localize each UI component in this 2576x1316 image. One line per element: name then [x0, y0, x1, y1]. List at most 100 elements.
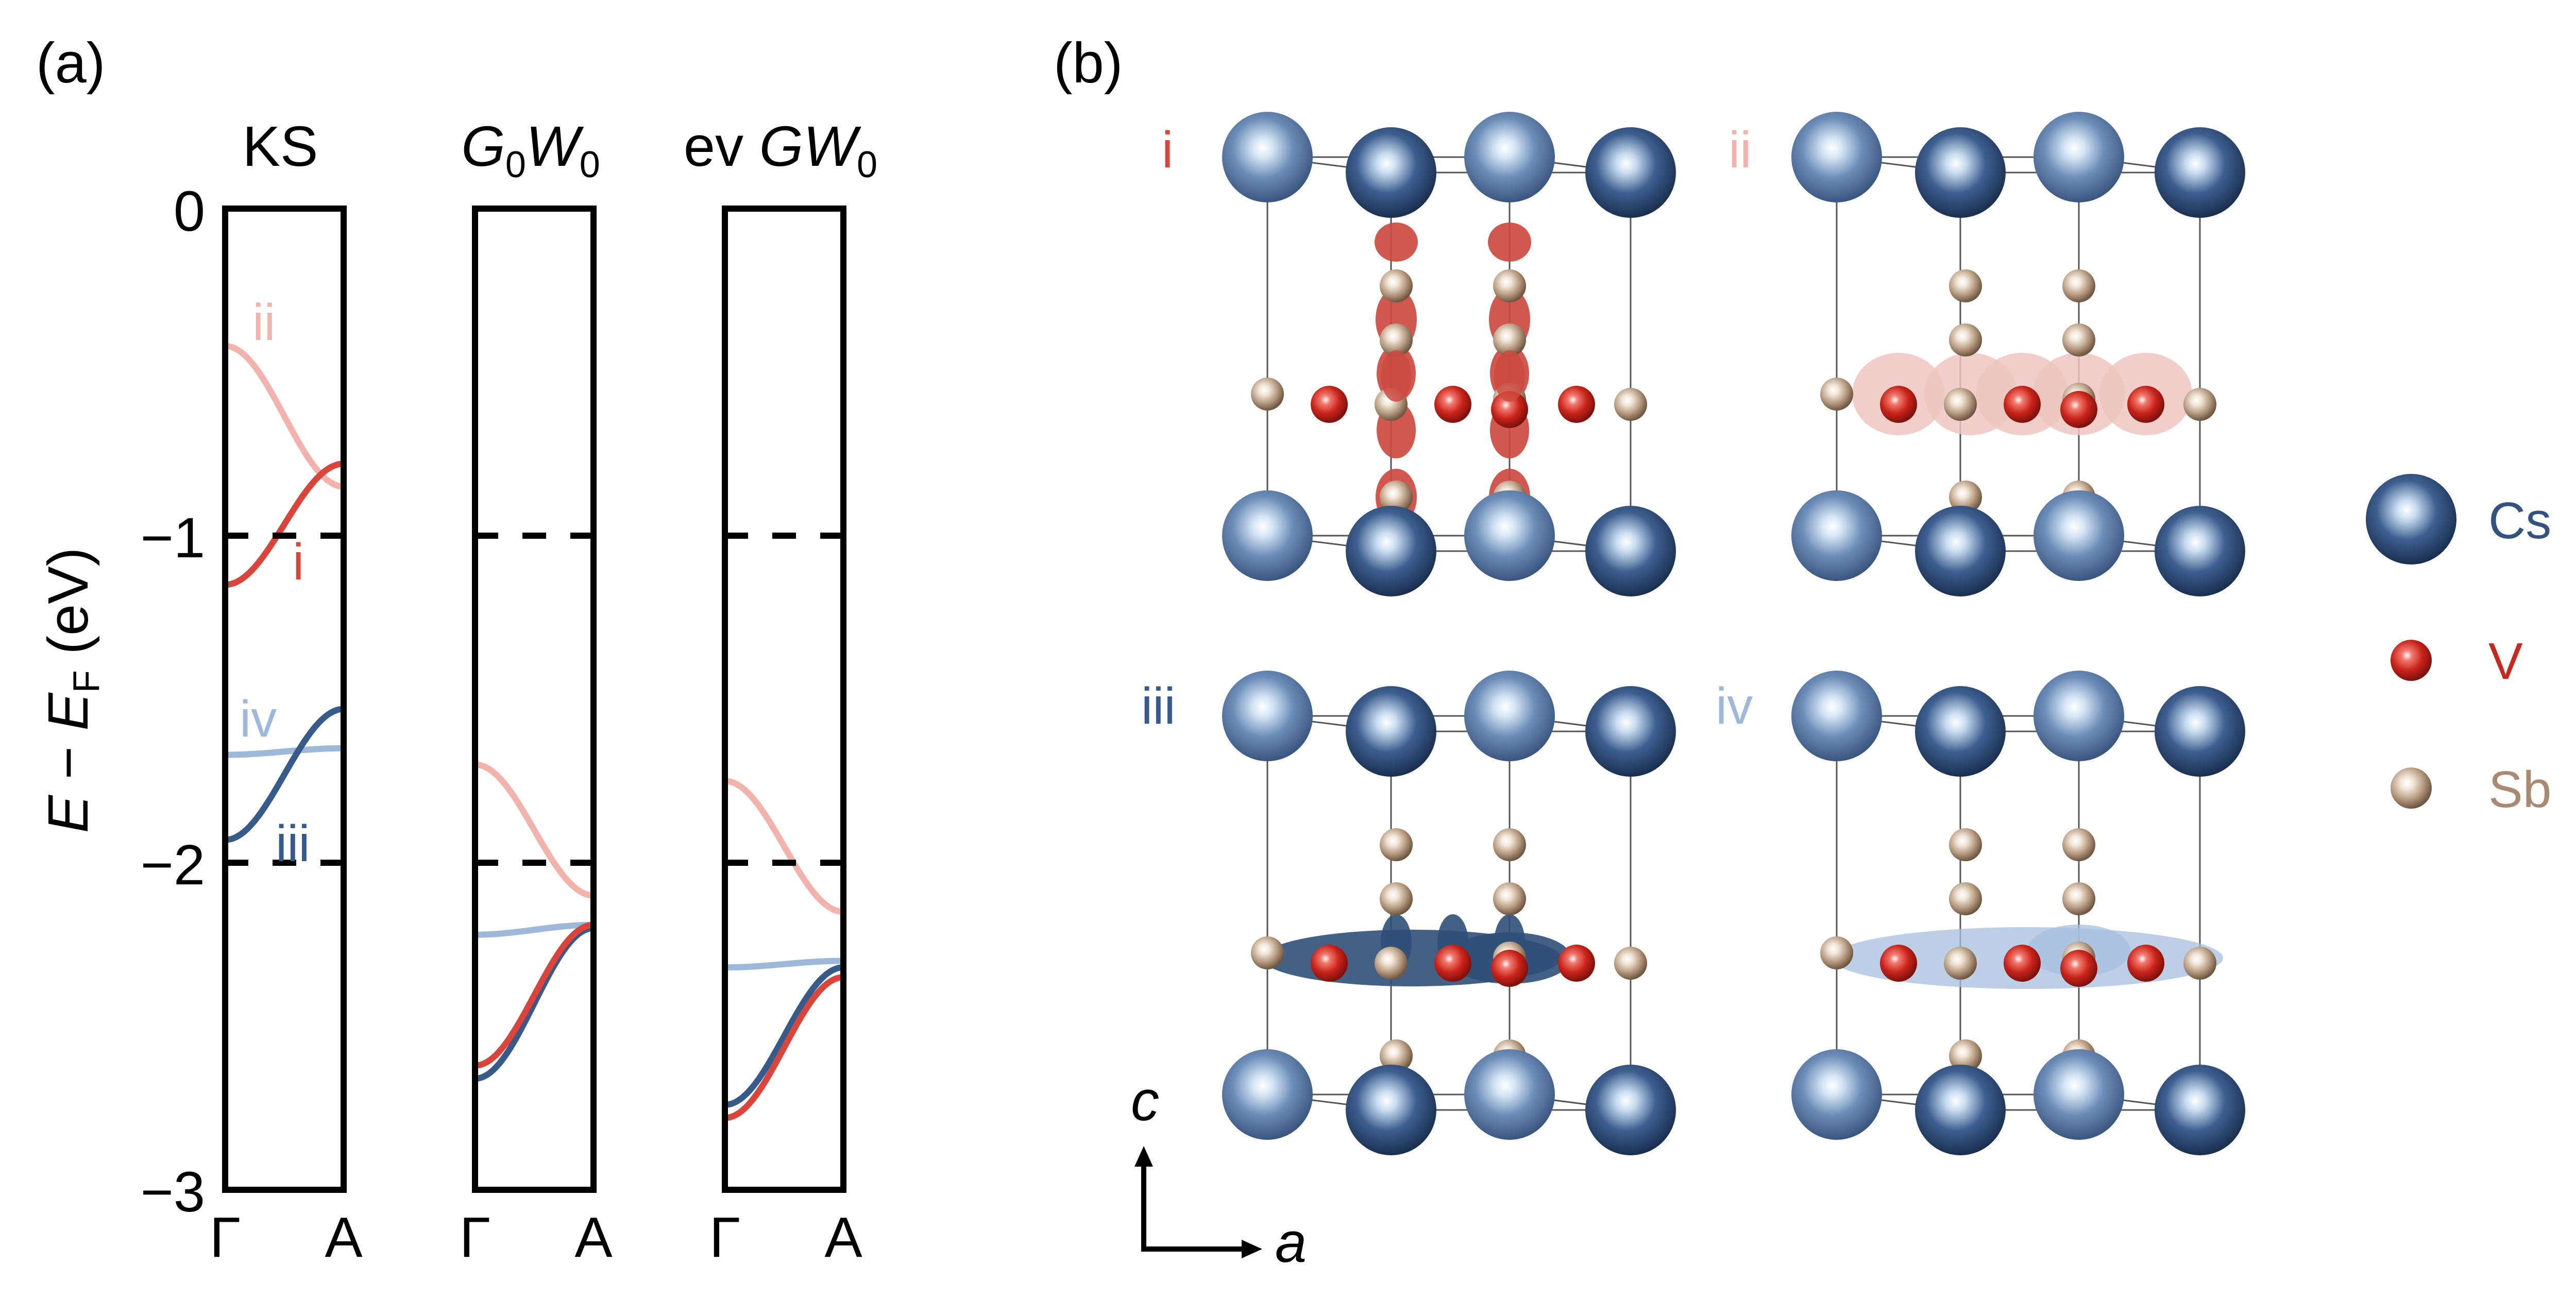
v-atom: [1880, 386, 1917, 423]
sb-atom: [1949, 828, 1982, 861]
x-tick-a: A: [574, 1206, 613, 1269]
sb-atom: [1380, 323, 1413, 356]
v-atom: [1434, 386, 1471, 423]
y-tick-minus1: −1: [141, 506, 205, 570]
sb-atom: [1944, 947, 1977, 980]
band-line-i: [474, 921, 594, 1069]
cs-atom: [1346, 506, 1436, 596]
column-title-ks: KS: [243, 115, 318, 178]
cs-atom: [1464, 490, 1555, 581]
cs-atom: [1222, 671, 1313, 761]
cs-atom: [1791, 671, 1882, 761]
cs-atom: [2033, 112, 2124, 202]
v-atom: [1558, 386, 1595, 423]
cs-atom: [1222, 490, 1313, 581]
orbital-lobe: [1494, 350, 1525, 402]
band-line-ii: [724, 778, 844, 915]
v-atom: [2127, 945, 2164, 982]
sb-atom: [1820, 936, 1853, 969]
structure-ii: [1791, 112, 2245, 596]
cs-atom: [1915, 506, 2006, 596]
sb-atom: [1820, 378, 1853, 411]
v-atom: [2127, 386, 2164, 423]
sb-atom: [1251, 378, 1284, 411]
sb-atom: [1375, 947, 1408, 980]
sb-atom: [1380, 828, 1413, 861]
v-atom: [1311, 386, 1348, 423]
v-atom: [1491, 950, 1528, 987]
cs-atom: [2033, 1049, 2124, 1140]
band-line-iv: [725, 958, 843, 971]
cs-atom: [1915, 1065, 2006, 1155]
x-tick-gamma: Γ: [460, 1206, 491, 1269]
cs-atom: [1791, 490, 1882, 581]
y-tick-minus3: −3: [141, 1160, 205, 1224]
sb-atom: [1949, 269, 1982, 302]
legend-v-marker: [2391, 640, 2432, 681]
c-axis-arrowhead: [1134, 1146, 1153, 1167]
v-atom: [1491, 391, 1528, 428]
structure-iii: [1222, 671, 1676, 1155]
band-line-i: [225, 460, 344, 588]
cs-atom: [1464, 671, 1555, 761]
a-axis-label: a: [1275, 1211, 1307, 1274]
v-atom: [1558, 945, 1595, 982]
cs-atom: [1346, 686, 1436, 777]
c-axis-label: c: [1131, 1069, 1159, 1133]
y-tick-0: 0: [174, 180, 205, 243]
sb-atom: [1614, 388, 1647, 421]
cs-atom: [1464, 112, 1555, 202]
column-title-evgw0: ev GW0: [684, 115, 877, 185]
sb-atom: [1493, 828, 1526, 861]
x-tick-gamma: Γ: [709, 1206, 741, 1269]
sb-atom: [1380, 269, 1413, 302]
band-label-iv: iv: [240, 690, 277, 748]
cs-atom: [2155, 127, 2245, 218]
sb-atom: [1614, 947, 1647, 980]
legend-cs-label: Cs: [2488, 492, 2551, 550]
structure-label-iii: iii: [1141, 677, 1176, 735]
band-line-iv: [475, 921, 594, 938]
cs-atom: [2155, 506, 2245, 596]
sb-atom: [1380, 1039, 1413, 1072]
sb-atom: [1251, 936, 1284, 969]
sb-atom: [2062, 882, 2095, 915]
structure-label-iv: iv: [1716, 677, 1753, 735]
v-atom: [2004, 386, 2041, 423]
column-title-g0w0: G0W0: [461, 115, 600, 185]
legend-cs-marker: [2366, 474, 2456, 565]
x-tick-a: A: [325, 1206, 363, 1269]
structure-label-i: i: [1162, 121, 1173, 179]
sb-atom: [1493, 323, 1526, 356]
cs-atom: [1585, 506, 1676, 596]
panel-a-label: (a): [36, 31, 105, 95]
cs-atom: [1585, 1065, 1676, 1155]
structure-iv: [1791, 671, 2245, 1155]
band-line-i: [724, 974, 844, 1121]
band-panel-frame: [722, 206, 846, 1193]
crystal-axes: c a: [1131, 1069, 1307, 1274]
structure-label-ii: ii: [1728, 121, 1751, 179]
cs-atom: [2155, 686, 2245, 777]
y-axis-label: E − EF (eV): [37, 548, 107, 833]
sb-atom: [2183, 388, 2216, 421]
sb-atom: [2062, 828, 2095, 861]
orbital-lobe: [1381, 350, 1412, 402]
x-tick-gamma: Γ: [210, 1206, 241, 1269]
v-atom: [1434, 945, 1471, 982]
sb-atom: [1493, 882, 1526, 915]
band-line-ii: [474, 761, 594, 899]
cs-atom: [1346, 1065, 1436, 1155]
sb-atom: [1380, 882, 1413, 915]
orbital-lobe: [1375, 223, 1418, 262]
sb-atom: [1949, 481, 1982, 514]
cs-atom: [1346, 127, 1436, 218]
cs-atom: [1791, 112, 1882, 202]
band-label-ii: ii: [252, 294, 275, 351]
x-tick-a: A: [824, 1206, 862, 1269]
panel-b-label: (b): [1054, 31, 1123, 95]
legend-sb-label: Sb: [2488, 761, 2551, 818]
